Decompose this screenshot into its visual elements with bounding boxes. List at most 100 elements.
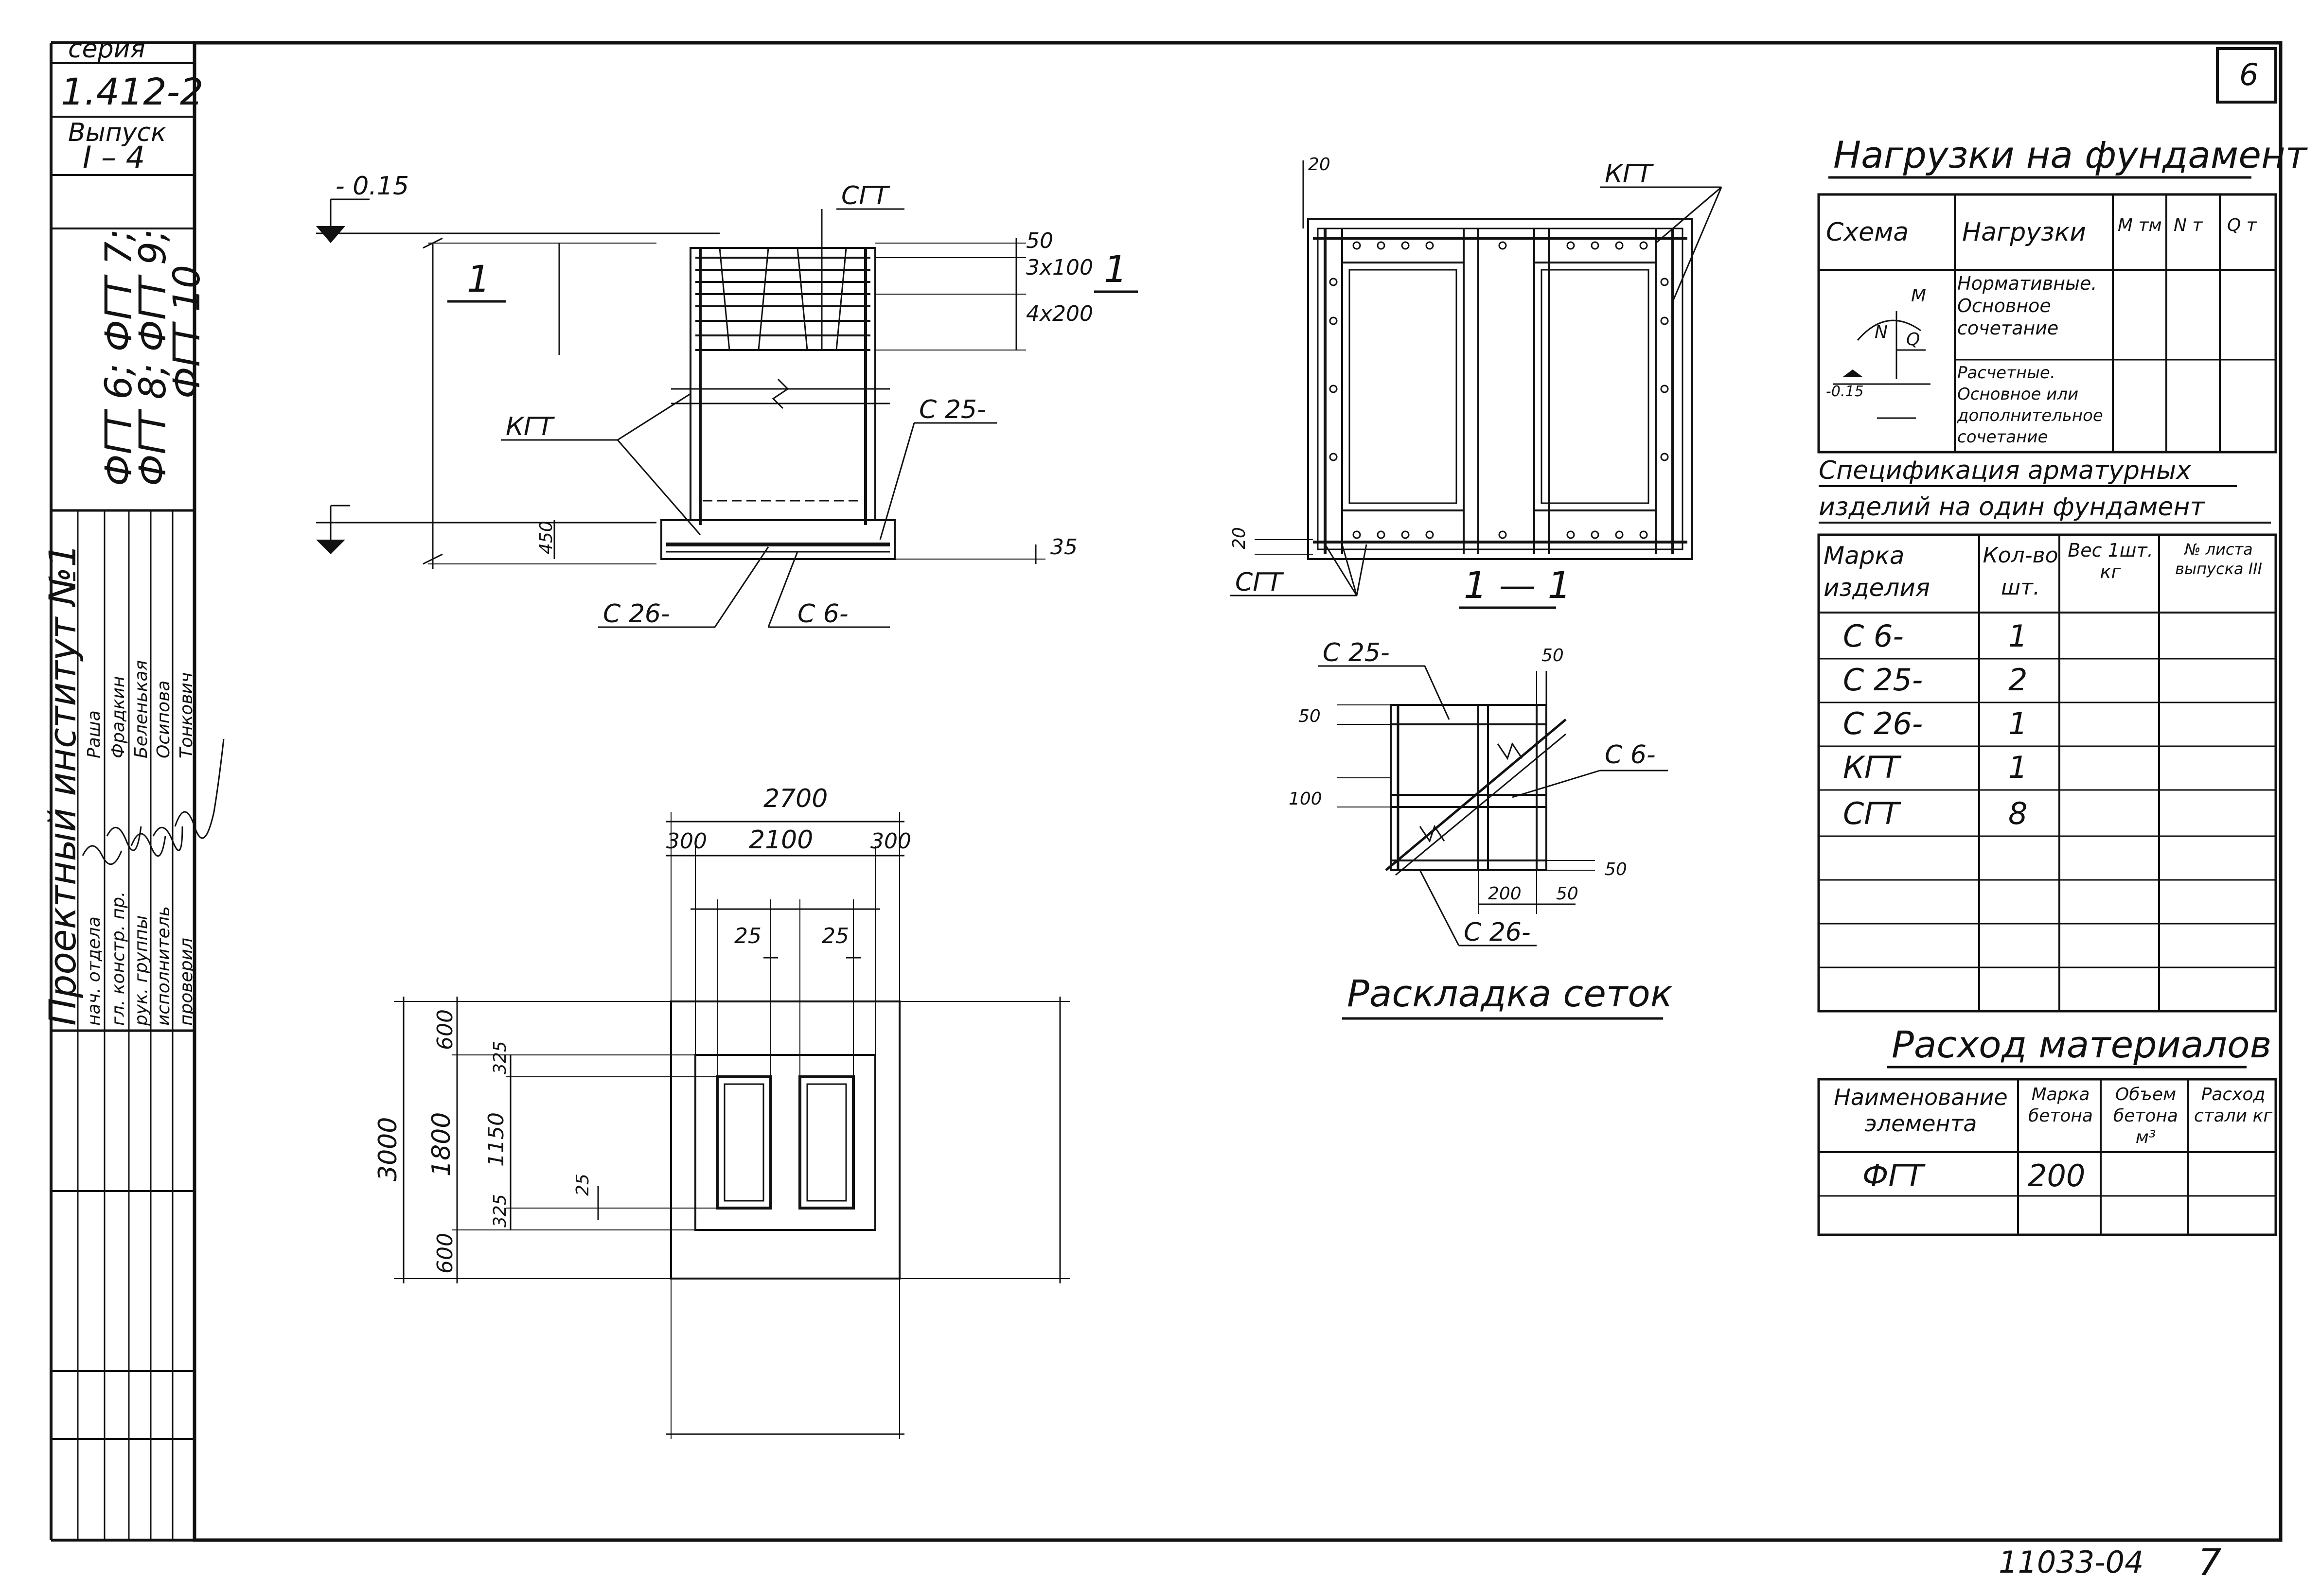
plan-dim-1800: 1800: [427, 1112, 456, 1176]
plan-dim-1150: 1150: [484, 1112, 509, 1167]
section-mark-left: 1: [467, 257, 490, 300]
loads-header-loads: Нагрузки: [1962, 218, 2086, 247]
materials-title: Расход материалов: [1892, 1023, 2271, 1066]
dim-450: 450: [536, 521, 556, 554]
scheme-n: N: [1875, 322, 1888, 342]
role-1: нач. отдела: [84, 916, 104, 1026]
dim-3x100: 3х100: [1026, 255, 1093, 280]
plan-view: 2700 300 2100 300 25 25 3000: [373, 784, 1070, 1439]
loads-header-n: N т: [2174, 215, 2203, 235]
materials-header-volume: Объем бетона м³: [2113, 1085, 2178, 1147]
spec-title-line1: Спецификация арматурных: [1819, 456, 2192, 485]
label-c6: С 6-: [797, 599, 849, 629]
plan-dim-3000: 3000: [373, 1117, 403, 1181]
plan-outline: [670, 1000, 901, 1280]
mesh-dim-50-left: 50: [1298, 706, 1321, 726]
plan-dim-600-bottom: 600: [433, 1233, 458, 1274]
section-mark-right: 1: [1104, 247, 1127, 291]
opening-left: [1341, 262, 1465, 511]
spec-header-qty: Кол-во шт.: [1983, 543, 2058, 600]
label-c26: С 26-: [603, 599, 670, 629]
section-label-kgt: КГТ: [1605, 159, 1654, 189]
name-4: Осипова: [154, 681, 174, 758]
loads-table: Нагрузки на фундамент Схема Нагрузки М т…: [1817, 133, 2308, 454]
issue-label: Выпуск: [68, 118, 166, 147]
section-label-sgt: СГТ: [1235, 568, 1284, 597]
mesh-dim-100: 100: [1289, 789, 1322, 809]
plan-dim-25-left: 25: [734, 924, 762, 948]
role-3: рук. группы: [131, 915, 151, 1026]
spec-row-mark-4: КГТ: [1843, 750, 1902, 785]
mesh-dim-50-right: 50: [1605, 859, 1627, 879]
bar-dots: [1329, 241, 1669, 539]
section-dim-20-top: 20: [1308, 155, 1330, 175]
materials-header-steel: Расход стали кг: [2194, 1085, 2273, 1126]
scheme-q: Q: [1906, 330, 1920, 350]
footer-page: 7: [2198, 1541, 2221, 1584]
name-2: Фрадкин: [108, 676, 128, 758]
materials-row-name: ФГТ: [1862, 1158, 1926, 1193]
spec-row-qty-4: 1: [2008, 750, 2027, 785]
footer-code: 11033-04: [1999, 1544, 2144, 1580]
label-sgt: СГТ: [841, 181, 890, 210]
plan-opening-right: [798, 1075, 855, 1210]
elevation-view: - 0.15 1: [316, 172, 1138, 629]
scheme-level: -0.15: [1826, 383, 1864, 400]
label-c25: С 25-: [919, 395, 986, 424]
role-2: гл. констр. пр.: [108, 892, 128, 1026]
loads-title: Нагрузки на фундамент: [1833, 133, 2308, 176]
level-triangle-top: [316, 226, 345, 243]
spec-row-qty-2: 2: [2008, 662, 2027, 698]
marks-line-3: ФГТ 10: [165, 265, 208, 399]
name-1: Раша: [84, 710, 104, 758]
loads-row-design: Расчетные. Основное или дополнительное с…: [1957, 363, 2103, 447]
role-5: проверил: [177, 938, 196, 1026]
spec-row-mark-2: С 25-: [1843, 662, 1923, 698]
title-stamp: серия 1.412-2 Выпуск I – 4 ФГТ 6; ФГТ 7;…: [41, 35, 225, 1540]
plan-dim-25-vertical: 25: [573, 1174, 593, 1196]
mesh-layout: С 25- С 6- С 26- 50 50 100 50 200 50 Рас…: [1289, 638, 1673, 1020]
loads-header-m: М тм: [2118, 215, 2162, 235]
spec-row-mark-1: С 6-: [1843, 618, 1904, 654]
loads-header-q: Q т: [2227, 215, 2257, 235]
plan-dim-300-right: 300: [870, 829, 911, 854]
role-4: исполнитель: [154, 906, 174, 1026]
spec-row-mark-3: С 26-: [1843, 706, 1923, 741]
materials-table: Расход материалов Наименование элемента …: [1817, 1023, 2277, 1236]
plan-dim-25-right: 25: [822, 924, 849, 948]
spec-row-qty-5: 8: [2008, 796, 2027, 831]
plan-dim-300-left: 300: [666, 829, 707, 854]
sheet-frame: 6: [50, 41, 2283, 1542]
section-dim-20-bottom: 20: [1229, 527, 1249, 549]
spec-row-qty-1: 1: [2008, 618, 2027, 654]
plan-dim-325-top: 325: [490, 1041, 510, 1074]
mesh-dim-50-top: 50: [1541, 646, 1564, 666]
plan-opening-left: [716, 1075, 772, 1210]
plan-dim-325-bottom: 325: [490, 1194, 510, 1228]
spec-title-line2: изделий на один фундамент: [1819, 492, 2205, 522]
materials-header-grade: Марка бетона: [2028, 1085, 2093, 1126]
sheet-number: 6: [2239, 57, 2258, 92]
mesh-label-c26: С 26-: [1464, 918, 1531, 947]
materials-row-grade: 200: [2028, 1158, 2085, 1193]
opening-right: [1533, 262, 1657, 511]
mesh-dim-50-bottom: 50: [1556, 884, 1578, 904]
marks-line-2: ФГТ 8; ФГТ 9;: [131, 229, 174, 486]
label-kgt: КГТ: [506, 412, 555, 441]
issue-value: I – 4: [83, 140, 145, 175]
spec-header-sheet: № листа выпуска III: [2175, 540, 2262, 578]
mesh-dim-200: 200: [1488, 884, 1522, 904]
plan-dim-600-top: 600: [433, 1009, 458, 1050]
level-mark-top: - 0.15: [336, 172, 409, 201]
materials-header-name: Наименование элемента: [1834, 1084, 2008, 1137]
signatures: [82, 738, 225, 865]
name-5: Тонкович: [177, 672, 196, 758]
spec-row-qty-3: 1: [2008, 706, 2027, 741]
mesh-title: Раскладка сеток: [1347, 972, 1673, 1015]
scheme-m: М: [1911, 286, 1926, 306]
mesh-label-c6: С 6-: [1605, 740, 1656, 770]
mesh-label-c25: С 25-: [1323, 638, 1390, 667]
spec-header-mark: Марка изделия: [1824, 542, 1930, 602]
series-label: серия: [68, 35, 145, 64]
name-3: Беленькая: [131, 660, 151, 758]
